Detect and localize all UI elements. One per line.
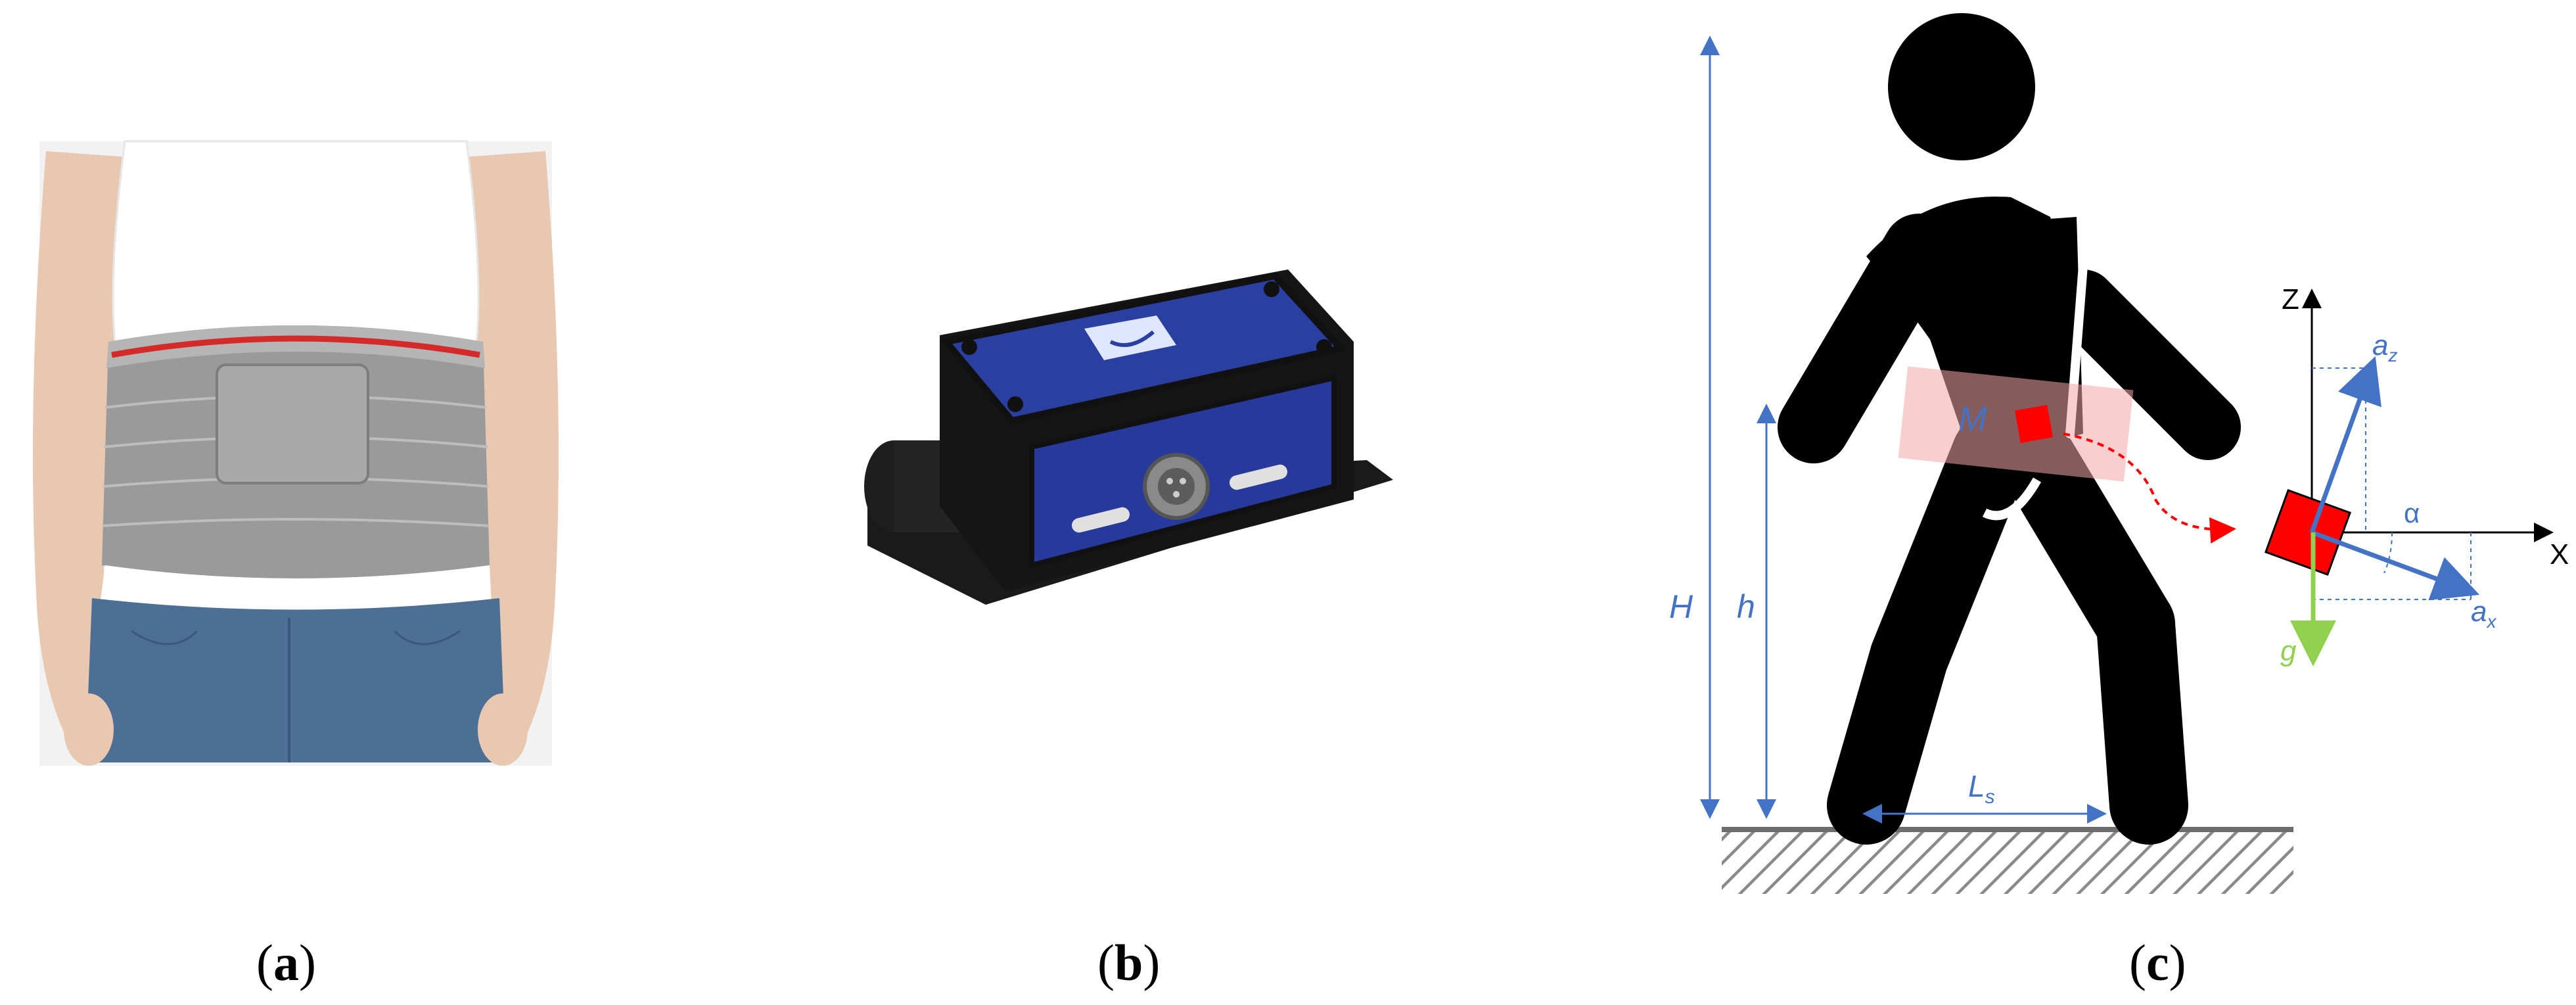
tilt-angle-label: α (2404, 498, 2420, 528)
sensor-link-arrow (2063, 432, 2236, 544)
sensor-illustration (864, 269, 1393, 605)
accel-x-vector (2311, 530, 2480, 601)
panel-c-diagram: M H h Ls Z X az (1617, 0, 2576, 1005)
height-total-label: H (1669, 588, 1693, 625)
accel-z-vector (2309, 356, 2381, 534)
projection-lines (2312, 367, 2472, 600)
gait-diagram: M H h Ls Z X az (1669, 13, 2569, 894)
panel-b-sensor: (b) (789, 0, 1446, 1005)
step-length-label: Ls (1968, 769, 1995, 808)
accel-x-label: ax (2471, 596, 2496, 632)
ground-hatch (1722, 831, 2293, 894)
caption-b: (b) (1097, 934, 1161, 991)
height-sensor-label: h (1737, 588, 1755, 625)
accel-z-label: az (2372, 329, 2397, 365)
gravity-label: g (2280, 635, 2297, 667)
x-axis-label: X (2550, 538, 2569, 571)
sensor-marker (2015, 405, 2053, 443)
z-axis-label: Z (2282, 283, 2299, 316)
belt-illustration (33, 140, 559, 766)
tilted-sensor (2264, 488, 2352, 576)
panel-a-belt: (a) (0, 0, 591, 1005)
caption-c: (c) (2129, 934, 2186, 991)
belt-band (1898, 366, 2134, 482)
caption-a: (a) (256, 934, 316, 991)
mass-label: M (1958, 400, 1987, 438)
